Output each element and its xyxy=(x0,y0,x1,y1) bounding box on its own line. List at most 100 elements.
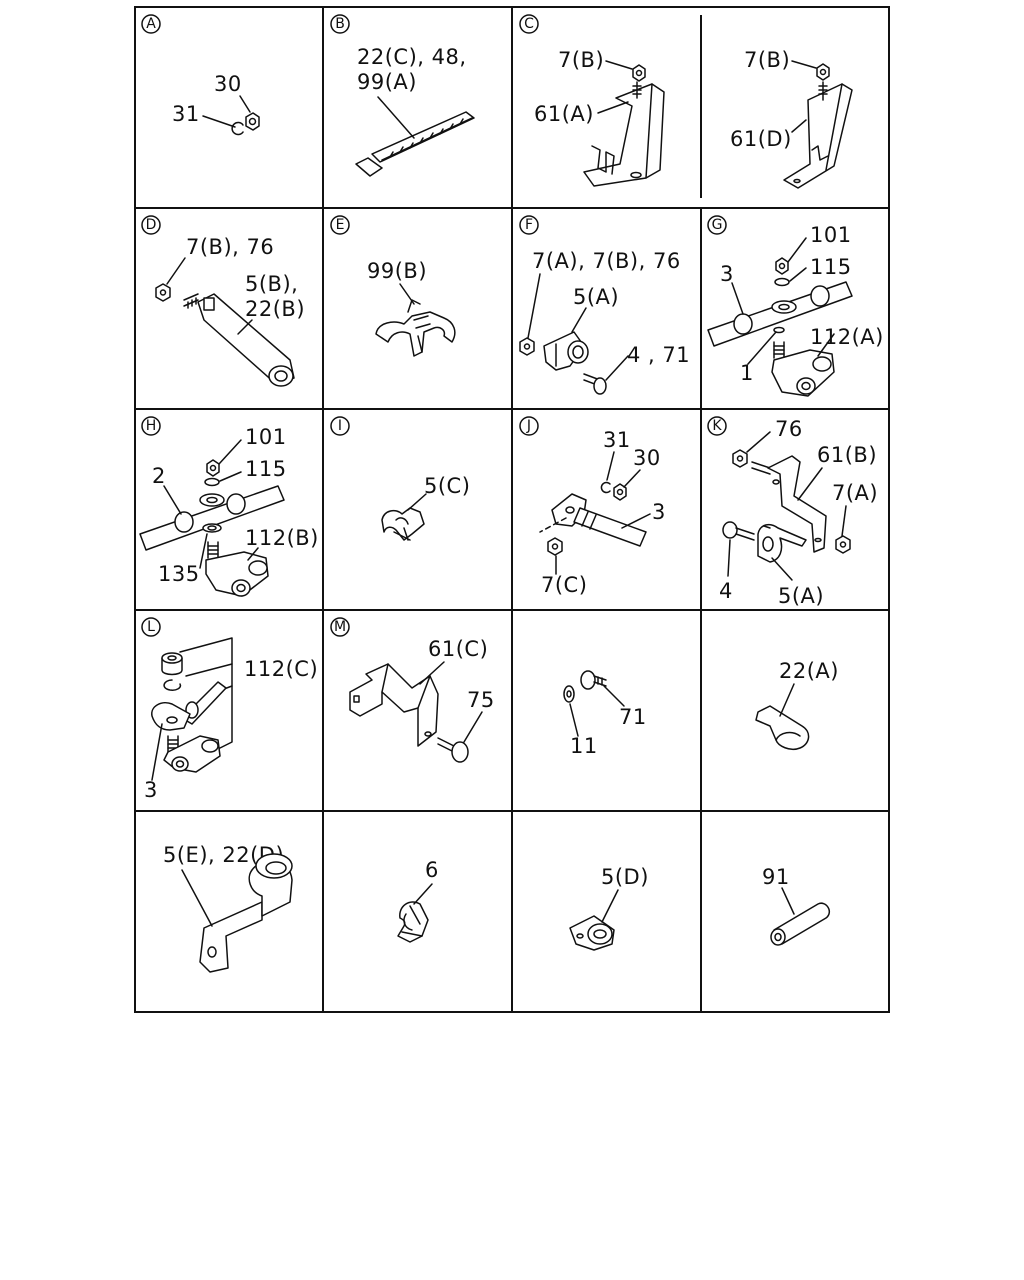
cell-m: M 61(C) 75 xyxy=(330,617,495,763)
part-label: 99(A) xyxy=(357,70,417,94)
part-label: 30 xyxy=(633,446,661,470)
cell-d: D 7(B), 76 5(B), 22(B) xyxy=(141,215,305,387)
nut-icon xyxy=(816,63,830,81)
part-label: 7(C) xyxy=(541,573,587,597)
cell-letter-g: G xyxy=(707,215,727,235)
svg-text:G: G xyxy=(712,217,723,233)
cell-letter-m: M xyxy=(330,617,350,637)
cell-letter-b: B xyxy=(330,14,350,34)
bracket-icon xyxy=(783,81,853,189)
cell-letter-c: C xyxy=(519,14,539,34)
bolt-icon xyxy=(773,341,785,359)
part-label: 7(A) xyxy=(832,481,878,505)
nut-icon xyxy=(732,449,748,468)
cell-s: 91 xyxy=(762,865,830,946)
cell-letter-i: I xyxy=(330,416,350,436)
clamp-icon xyxy=(569,915,615,951)
svg-text:J: J xyxy=(526,418,531,434)
washer-icon xyxy=(202,523,222,533)
clip-icon xyxy=(755,705,810,751)
part-label: 91 xyxy=(762,865,790,889)
cell-p: 5(E), 22(D) xyxy=(163,843,293,973)
cell-letter-j: J xyxy=(519,416,539,436)
part-label: 22(B) xyxy=(245,297,305,321)
cell-i: I 5(C) xyxy=(330,416,470,541)
part-label: 75 xyxy=(467,688,495,712)
part-label: 31 xyxy=(603,428,631,452)
terminal-icon xyxy=(163,735,221,773)
clip-ring-icon xyxy=(231,121,244,136)
cell-e: E 99(B) xyxy=(330,215,456,357)
svg-text:B: B xyxy=(335,16,345,32)
part-label: 115 xyxy=(810,255,852,279)
cell-g: G 101 115 3 112(A) 1 xyxy=(707,215,884,397)
part-label: 61(B) xyxy=(817,443,877,467)
cell-k: K 76 61(B) 7(A) 4 5(A) xyxy=(707,416,878,608)
nut-icon xyxy=(835,535,851,554)
cell-letter-e: E xyxy=(330,215,350,235)
parts-grid xyxy=(134,6,890,1013)
part-label: 5(C) xyxy=(424,474,470,498)
part-label: 3 xyxy=(144,778,158,802)
bolt-icon xyxy=(722,521,755,541)
washer-icon xyxy=(204,477,220,487)
harness-clip-icon xyxy=(375,299,456,357)
part-label: 99(B) xyxy=(367,259,427,283)
part-label: 7(B), 76 xyxy=(186,235,274,259)
clamp-icon xyxy=(183,293,295,387)
part-label: 1 xyxy=(740,361,754,385)
cell-f: F 7(A), 7(B), 76 5(A) 4 , 71 xyxy=(519,215,690,395)
bolt-icon xyxy=(207,541,219,559)
part-label: 6 xyxy=(425,858,439,882)
part-label: 61(A) xyxy=(534,102,594,126)
bolt-icon xyxy=(580,670,607,690)
cell-letter-d: D xyxy=(141,215,161,235)
cell-letter-f: F xyxy=(519,215,539,235)
bolt-icon xyxy=(437,737,469,763)
part-label: 61(D) xyxy=(730,127,792,151)
cell-o: 22(A) xyxy=(755,659,838,751)
clip-icon xyxy=(397,901,429,943)
part-label: 2 xyxy=(152,464,166,488)
terminal-icon xyxy=(551,493,647,547)
clip-ring-icon xyxy=(163,679,182,691)
part-label: 3 xyxy=(652,500,666,524)
part-label: 4 xyxy=(719,579,733,603)
part-label: 7(B) xyxy=(558,48,604,72)
nut-icon xyxy=(206,459,220,477)
svg-text:I: I xyxy=(338,418,342,434)
part-label: 112(A) xyxy=(810,325,884,349)
cell-letter-h: H xyxy=(141,416,161,436)
cell-h: H 101 115 2 112(B) 135 xyxy=(139,416,318,597)
nut-icon xyxy=(613,483,627,501)
part-label: 135 xyxy=(158,562,200,586)
clamp-icon xyxy=(757,523,807,563)
cell-a: A 30 31 xyxy=(141,14,260,136)
washer-icon xyxy=(773,326,785,334)
bracket-icon xyxy=(767,455,827,553)
bracket-icon xyxy=(583,81,665,187)
part-label: 5(A) xyxy=(573,285,619,309)
part-label: 4 , 71 xyxy=(627,343,690,367)
svg-text:L: L xyxy=(147,619,155,635)
part-label: 112(C) xyxy=(244,657,318,681)
spacer-icon xyxy=(161,652,183,676)
nut-icon xyxy=(547,537,563,556)
washer-icon xyxy=(563,685,575,703)
svg-text:H: H xyxy=(146,418,157,434)
part-label: 7(A), 7(B), 76 xyxy=(532,249,681,273)
bolt-icon xyxy=(583,373,607,395)
clamp-icon xyxy=(543,331,589,371)
clamp-icon xyxy=(381,507,425,541)
part-label: 31 xyxy=(172,102,200,126)
svg-text:M: M xyxy=(334,619,346,635)
terminal-icon xyxy=(205,551,269,597)
cable-icon xyxy=(707,281,853,347)
nut-icon xyxy=(632,64,646,82)
cell-c: C 7(B) 61(A) 7(B) 61(D) xyxy=(519,14,853,189)
part-label: 22(C), 48, xyxy=(357,45,467,69)
sleeve-icon xyxy=(770,902,830,946)
svg-text:K: K xyxy=(712,418,722,434)
svg-text:A: A xyxy=(146,16,156,32)
cell-j: J 31 30 3 7(C) xyxy=(519,416,666,597)
